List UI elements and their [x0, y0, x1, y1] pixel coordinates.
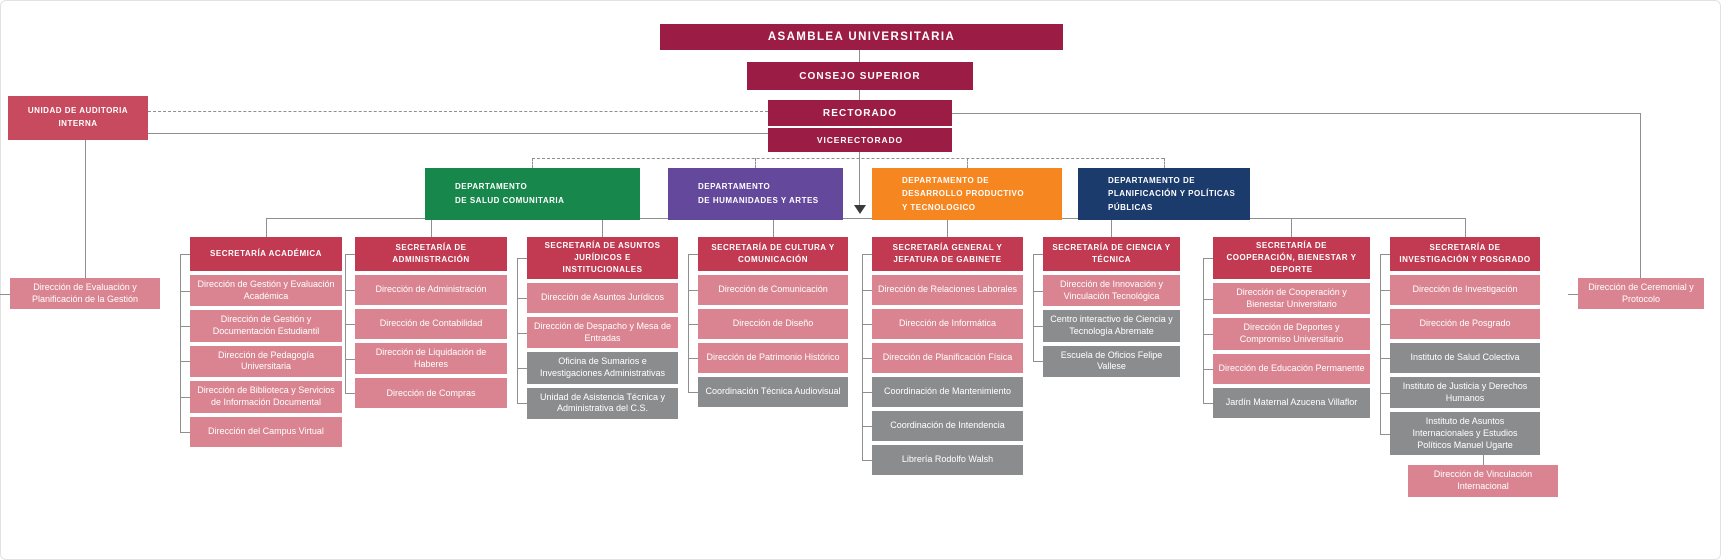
- connector-stub: [602, 218, 603, 237]
- department-box: DEPARTAMENTO DE SALUD COMUNITARIA: [425, 168, 640, 220]
- org-unit-box: Coordinación de Intendencia: [862, 411, 1023, 441]
- connector-line: [266, 218, 1465, 219]
- org-unit-box: Dirección de Biblioteca y Servicios de I…: [180, 381, 342, 413]
- secretaria-header-box: SECRETARÍA DE ASUNTOS JURÍDICOS E INSTIT…: [517, 237, 678, 279]
- org-unit-box: Dirección de Innovación y Vinculación Te…: [1033, 275, 1180, 307]
- column-connector-line: [1380, 254, 1381, 434]
- secretaria-header-box: SECRETARÍA DE COOPERACIÓN, BIENESTAR Y D…: [1203, 237, 1370, 279]
- org-unit-box: Dirección de Comunicación: [688, 275, 848, 305]
- connector-stub: [1111, 218, 1112, 237]
- connector-stub: [1465, 218, 1466, 237]
- dashed-connector-stub: [1164, 158, 1165, 168]
- org-unit-box: Unidad de Asistencia Técnica y Administr…: [517, 387, 678, 420]
- connector-line: [85, 133, 768, 134]
- column-connector-line: [862, 254, 863, 460]
- org-unit-box: Jardín Maternal Azucena Villaflor: [1203, 387, 1370, 418]
- direccion-ceremonial-protocolo-box: Dirección de Ceremonial y Protocolo: [1568, 278, 1704, 310]
- direccion-evaluacion-planificacion-box: Dirección de Evaluación y Planificación …: [0, 278, 160, 310]
- org-unit-box: Coordinación Técnica Audiovisual: [688, 377, 848, 407]
- org-unit-box: Dirección de Gestión y Documentación Est…: [180, 310, 342, 342]
- dashed-connector-stub: [755, 158, 756, 168]
- connector-stub: [431, 218, 432, 237]
- department-box: DEPARTAMENTO DE DESARROLLO PRODUCTIVO Y …: [872, 168, 1062, 220]
- org-unit-box: Dirección de Investigación: [1380, 275, 1540, 305]
- org-unit-box: Dirección de Gestión y Evaluación Académ…: [180, 275, 342, 307]
- secretaria-header-box: SECRETARÍA DE CIENCIA Y TÉCNICA: [1033, 237, 1180, 271]
- secretaria-column: SECRETARÍA GENERAL Y JEFATURA DE GABINET…: [862, 237, 1023, 475]
- org-unit-box: Dirección de Relaciones Laborales: [862, 275, 1023, 305]
- rectorado-box: RECTORADO: [768, 100, 952, 126]
- vicerectorado-box: VICERECTORADO: [768, 128, 952, 152]
- secretaria-header-box: SECRETARÍA DE ADMINISTRACIÓN: [345, 237, 507, 271]
- org-unit-box: Dirección de Informática: [862, 309, 1023, 339]
- department-box: DEPARTAMENTO DE PLANIFICACIÓN Y POLÍTICA…: [1078, 168, 1250, 220]
- department-box: DEPARTAMENTO DE HUMANIDADES Y ARTES: [668, 168, 843, 220]
- org-unit-box: Instituto de Justicia y Derechos Humanos: [1380, 377, 1540, 409]
- org-unit-box: Dirección de Posgrado: [1380, 309, 1540, 339]
- org-unit-box: Dirección de Administración: [345, 275, 507, 305]
- org-unit-box: Centro interactivo de Ciencia y Tecnolog…: [1033, 310, 1180, 342]
- dashed-connector-stub: [532, 158, 533, 168]
- consejo-superior-box: CONSEJO SUPERIOR: [747, 62, 973, 90]
- column-connector-line: [345, 254, 346, 393]
- org-unit-box: Escuela de Oficios Felipe Vallese: [1033, 345, 1180, 378]
- org-unit-box: Dirección de Liquidación de Haberes: [345, 343, 507, 375]
- org-unit-box: Dirección de Compras: [345, 378, 507, 409]
- org-unit-box: Dirección de Planificación Física: [862, 343, 1023, 373]
- connector-line: [859, 90, 860, 100]
- secretaria-header-box: SECRETARÍA GENERAL Y JEFATURA DE GABINET…: [862, 237, 1023, 271]
- column-connector-line: [688, 254, 689, 392]
- secretaria-header-box: SECRETARÍA DE INVESTIGACIÓN Y POSGRADO: [1380, 237, 1540, 271]
- unidad-auditoria-interna-box: UNIDAD DE AUDITORIA INTERNA: [8, 96, 148, 140]
- org-unit-box: Dirección de Despacho y Mesa de Entradas: [517, 317, 678, 349]
- org-unit-box: Dirección de Contabilidad: [345, 309, 507, 339]
- dashed-connector-line: [532, 158, 1164, 159]
- org-unit-box: Dirección de Educación Permanente: [1203, 353, 1370, 384]
- org-unit-box: Dirección de Pedagogía Universitaria: [180, 345, 342, 378]
- column-connector-line: [1033, 254, 1034, 362]
- secretaria-column: SECRETARÍA DE COOPERACIÓN, BIENESTAR Y D…: [1203, 237, 1370, 418]
- org-unit-box: Dirección de Deportes y Compromiso Unive…: [1203, 318, 1370, 350]
- down-arrow-icon: [854, 205, 866, 214]
- org-unit-box: Dirección de Asuntos Jurídicos: [517, 283, 678, 313]
- secretaria-column: SECRETARÍA DE CULTURA Y COMUNICACIÓN Dire…: [688, 237, 848, 407]
- asamblea-universitaria-box: ASAMBLEA UNIVERSITARIA: [660, 24, 1063, 50]
- dashed-connector-line: [148, 111, 768, 112]
- connector-line: [859, 50, 860, 62]
- dashed-connector-stub: [967, 158, 968, 168]
- offset-connector-stub: [1483, 455, 1484, 465]
- org-unit-box: Oficina de Sumarios e Investigaciones Ad…: [517, 352, 678, 384]
- connector-line: [859, 152, 860, 205]
- org-unit-box: Dirección de Vinculación Internacional: [1408, 465, 1558, 497]
- org-unit-box: Instituto de Salud Colectiva: [1380, 343, 1540, 373]
- connector-stub: [1291, 218, 1292, 237]
- connector-stub: [266, 218, 267, 237]
- column-connector-line: [517, 258, 518, 404]
- org-unit-box: Dirección de Cooperación y Bienestar Uni…: [1203, 283, 1370, 315]
- connector-stub: [773, 218, 774, 237]
- org-unit-box: Librería Rodolfo Walsh: [862, 445, 1023, 475]
- connector-line: [85, 133, 86, 278]
- connector-line: [952, 113, 1641, 114]
- org-unit-box: Dirección del Campus Virtual: [180, 416, 342, 447]
- column-connector-line: [1203, 258, 1204, 403]
- connector-line: [1640, 113, 1641, 278]
- org-unit-box: Coordinación de Mantenimiento: [862, 377, 1023, 407]
- org-unit-box: Instituto de Asuntos Internacionales y E…: [1380, 412, 1540, 456]
- secretaria-column: SECRETARÍA DE ASUNTOS JURÍDICOS E INSTIT…: [517, 237, 678, 420]
- org-unit-box: Dirección de Diseño: [688, 309, 848, 339]
- connector-stub: [947, 218, 948, 237]
- secretaria-column: SECRETARÍA DE INVESTIGACIÓN Y POSGRADO Di…: [1380, 237, 1558, 497]
- secretaria-column: SECRETARÍA ACADÉMICA Dirección de Gestión…: [180, 237, 342, 447]
- secretaria-header-box: SECRETARÍA ACADÉMICA: [180, 237, 342, 271]
- column-connector-line: [180, 254, 181, 432]
- secretaria-column: SECRETARÍA DE CIENCIA Y TÉCNICA Dirección…: [1033, 237, 1180, 378]
- org-unit-box: Dirección de Patrimonio Histórico: [688, 343, 848, 373]
- secretaria-column: SECRETARÍA DE ADMINISTRACIÓN Dirección de…: [345, 237, 507, 409]
- secretaria-header-box: SECRETARÍA DE CULTURA Y COMUNICACIÓN: [688, 237, 848, 271]
